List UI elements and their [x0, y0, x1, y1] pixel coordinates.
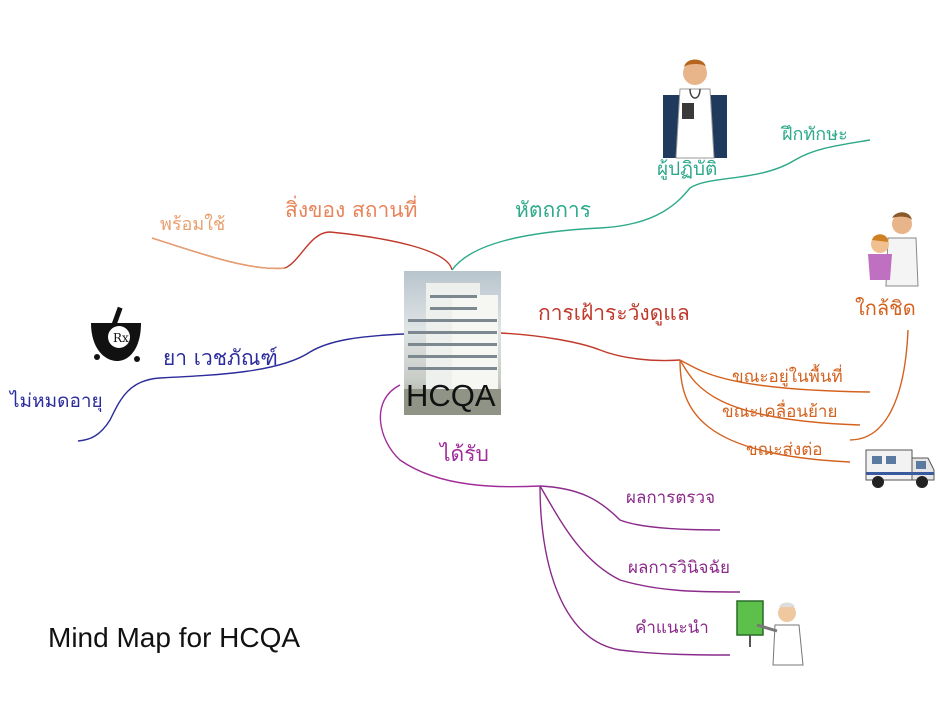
connector-ready [151, 237, 286, 270]
node-ready-to-use: พร้อมใช้ [160, 214, 226, 235]
svg-text:Rx: Rx [113, 331, 129, 345]
connector-close [849, 329, 909, 441]
branch-received: ได้รับ [440, 442, 489, 466]
node-practitioner: ผู้ปฏิบัติ [657, 158, 718, 180]
connector-in-area [679, 359, 871, 393]
connector-medicine [77, 333, 405, 442]
diagram-caption: Mind Map for HCQA [48, 622, 301, 653]
central-topic: HCQA [406, 378, 496, 413]
branch-monitoring: การเฝ้าระวังดูแล [538, 301, 690, 325]
branch-medicine: ยา เวชภัณฑ์ [163, 346, 278, 370]
node-moving: ขณะเคลื่อนย้าย [722, 402, 838, 422]
ambulance-icon [865, 449, 935, 488]
branch-procedures: หัตถการ [515, 198, 591, 222]
connector-moving [679, 359, 861, 426]
pharmacy-rx-icon: Rx [91, 306, 141, 362]
connector-monitoring [499, 332, 681, 362]
node-diagnosis-results: ผลการวินิจฉัย [628, 558, 731, 578]
connector-diagnosis [539, 485, 741, 593]
connector-advice [539, 485, 731, 656]
node-exam-results: ผลการตรวจ [626, 488, 716, 508]
connector-received [379, 384, 541, 488]
node-referral: ขณะส่งต่อ [746, 440, 823, 460]
connector-facilities [151, 231, 453, 271]
doctor-icon [663, 59, 727, 159]
doctor-at-board-icon [736, 600, 804, 666]
node-not-expired: ไม่หมดอายุ [10, 390, 103, 412]
connector-referral [679, 359, 851, 463]
nurse-with-child-icon [868, 212, 919, 287]
connector-procedures [451, 139, 871, 271]
node-advice: คำแนะนำ [635, 618, 709, 638]
hospital-building-icon [404, 271, 501, 415]
node-training: ฝึกทักษะ [782, 124, 848, 145]
node-in-area: ขณะอยู่ในพื้นที่ [732, 367, 843, 387]
branch-facilities: สิ่งของ สถานที่ [285, 198, 418, 222]
connector-exam [539, 485, 721, 531]
node-close-care: ใกล้ชิด [855, 296, 916, 320]
